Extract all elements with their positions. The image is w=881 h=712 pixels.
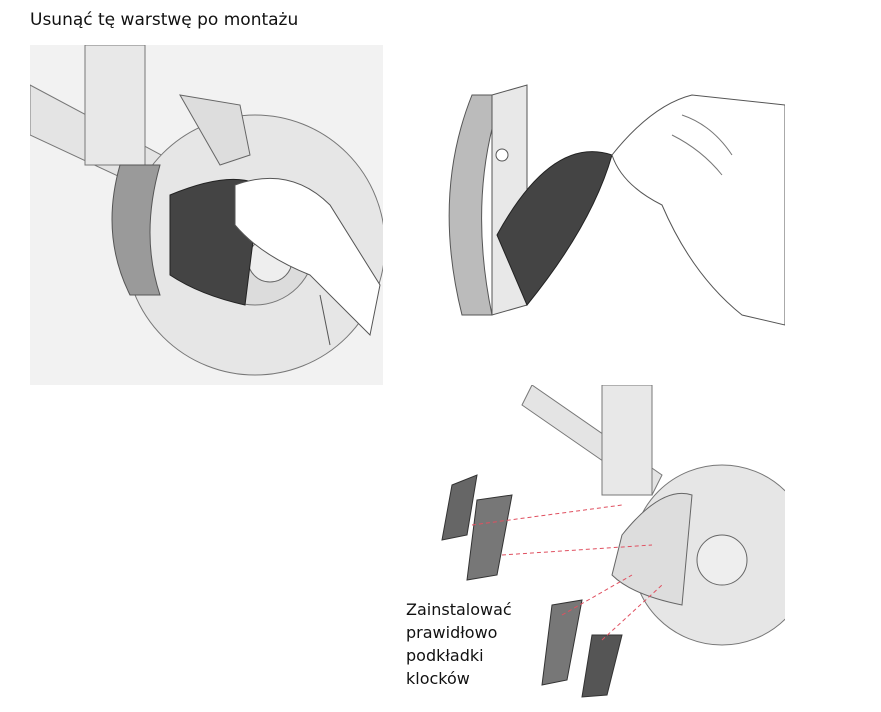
caption-line: podkładki (406, 646, 484, 665)
instruction-title: Usunąć tę warstwę po montażu (30, 10, 299, 30)
illustration-remove-layer-on-caliper (30, 45, 383, 385)
illustration-peel-layer-from-pad (432, 75, 785, 385)
caption-line: klocków (406, 669, 470, 688)
illustration-install-pad-shims (432, 385, 785, 705)
caption-line: Zainstalować (406, 600, 512, 619)
install-shims-caption: Zainstalować prawidłowo podkładki klockó… (406, 598, 512, 690)
caption-line: prawidłowo (406, 623, 498, 642)
